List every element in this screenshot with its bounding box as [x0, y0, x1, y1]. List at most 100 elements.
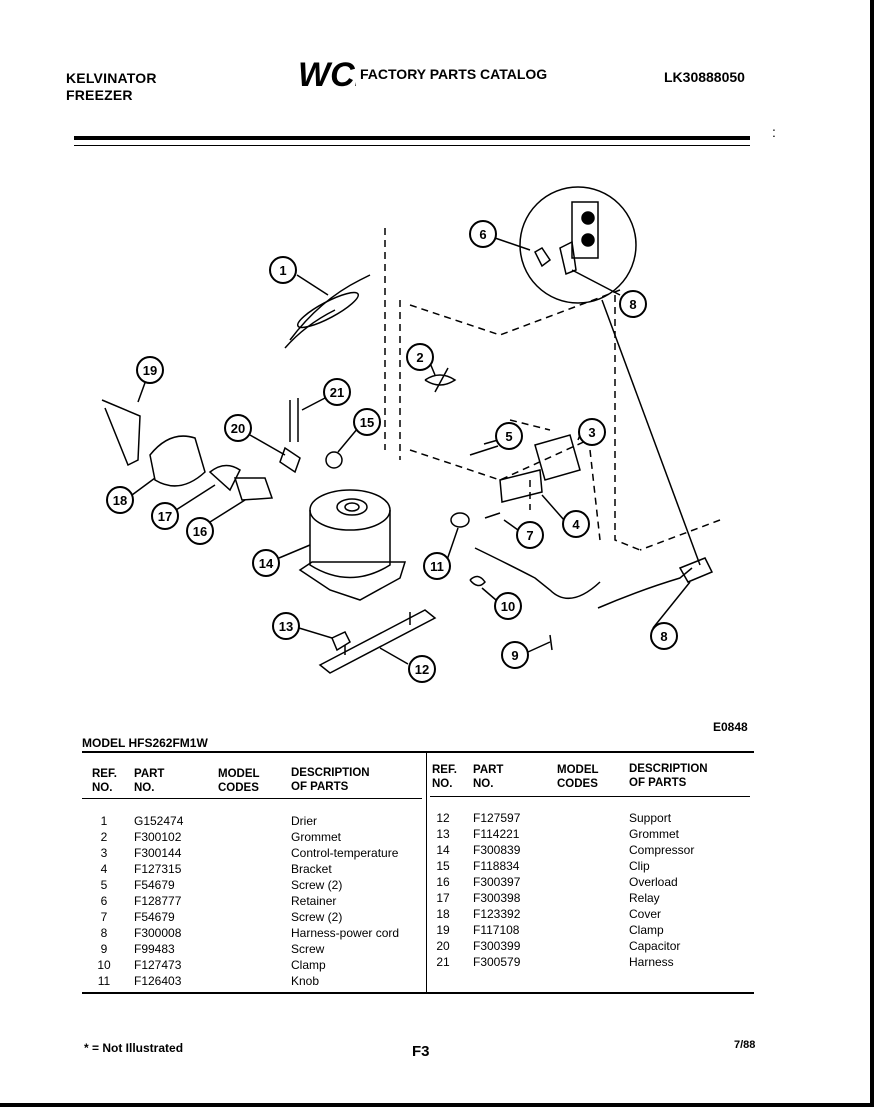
callout-6: 6 — [469, 220, 531, 251]
power-cord — [474, 547, 693, 609]
right-row-ref-cell: 15 — [436, 859, 450, 873]
left-row-part-cell: F128777 — [134, 894, 182, 908]
left-row-ref-cell: 6 — [100, 894, 108, 908]
table-column-divider — [426, 753, 427, 992]
svg-text:12: 12 — [415, 662, 429, 677]
left-row-desc-cell: Screw — [291, 942, 325, 956]
right-row-desc-cell: Clamp — [629, 923, 664, 937]
callout-16: 16 — [186, 499, 246, 545]
callout-21: 21 — [301, 378, 351, 411]
table-rule-top — [82, 751, 754, 753]
svg-text:5: 5 — [505, 429, 512, 444]
svg-text:9: 9 — [511, 648, 518, 663]
drier-part — [284, 274, 371, 349]
callout-5: 5 — [483, 422, 523, 450]
left-row-desc-cell: Harness-power cord — [291, 926, 400, 940]
left-row-ref-cell: 11 — [97, 974, 111, 988]
relay-cover-assembly — [149, 435, 274, 501]
right-row-desc-cell: Support — [629, 811, 672, 825]
grommet-base — [331, 631, 351, 652]
svg-text:8: 8 — [629, 297, 636, 312]
svg-text:2: 2 — [416, 350, 423, 365]
left-row-desc-cell: Clamp — [291, 958, 326, 972]
left-row-part-cell: F126403 — [134, 974, 182, 988]
callout-19: 19 — [136, 356, 164, 403]
right-row-desc-cell: Relay — [629, 891, 660, 905]
product-type: FREEZER — [66, 87, 133, 103]
left-row-ref-cell: 4 — [100, 862, 108, 876]
header-ref-no-left: REF.NO. — [92, 768, 117, 794]
left-row-part-cell: F99483 — [134, 942, 175, 956]
svg-text:3: 3 — [588, 425, 595, 440]
callout-4: 4 — [541, 494, 590, 538]
left-row-desc-cell: Knob — [291, 974, 320, 988]
catalog-code: LK30888050 — [664, 69, 745, 85]
footnote: * = Not Illustrated — [84, 1041, 184, 1055]
svg-text:WCI: WCI — [298, 56, 356, 92]
callout-20: 20 — [224, 414, 286, 456]
right-row-ref-cell: 17 — [436, 891, 450, 905]
svg-text:10: 10 — [501, 599, 515, 614]
left-row-part-cell: F300008 — [134, 926, 182, 940]
right-row-ref-cell: 12 — [436, 811, 450, 825]
right-row-part-cell: F300397 — [473, 875, 521, 889]
right-row-part-cell: F300399 — [473, 939, 521, 953]
svg-text:11: 11 — [430, 559, 444, 574]
callout-8a: 8 — [571, 269, 647, 318]
temperature-control — [534, 434, 581, 481]
brand-block: KELVINATOR FREEZER — [66, 70, 157, 104]
control-bracket — [499, 469, 543, 503]
header-rule-thick — [74, 136, 750, 140]
left-row-part-cell: F54679 — [134, 878, 175, 892]
header-rule-thin — [74, 145, 750, 146]
svg-text:17: 17 — [158, 509, 172, 524]
svg-text:8: 8 — [660, 629, 667, 644]
svg-text:7: 7 — [526, 528, 533, 543]
right-row-part-cell: F300579 — [473, 955, 521, 969]
figure-code: E0848 — [713, 720, 748, 734]
svg-text:20: 20 — [231, 421, 245, 436]
catalog-title: FACTORY PARTS CATALOG — [360, 66, 548, 82]
left-row-ref-cell: 10 — [97, 958, 111, 972]
left-row-desc-cell: Grommet — [291, 830, 342, 844]
left-row-desc-cell: Screw (2) — [291, 878, 343, 892]
callout-1: 1 — [269, 256, 329, 296]
callout-labels: 1 2 3 4 5 6 7 8 8 9 10 11 12 13 14 15 16… — [106, 220, 691, 683]
left-row-ref-cell: 2 — [100, 830, 108, 844]
right-row-desc-cell: Cover — [629, 907, 662, 921]
right-row-part-cell: F117108 — [473, 923, 520, 937]
right-row-part-cell: F127597 — [473, 811, 521, 825]
callout-7: 7 — [503, 519, 544, 549]
left-row-desc-cell: Control-temperature — [291, 846, 399, 860]
right-row-ref-cell: 13 — [436, 827, 450, 841]
left-row-ref-cell: 8 — [100, 926, 108, 940]
corner-mark: : — [772, 124, 776, 140]
callout-13: 13 — [272, 612, 333, 640]
detail-inset-circle — [519, 186, 637, 304]
callout-10: 10 — [481, 587, 522, 620]
model-number: MODEL HFS262FM1W — [82, 736, 208, 750]
right-row-desc-cell: Compressor — [629, 843, 695, 857]
callout-2: 2 — [406, 343, 436, 376]
right-row-ref-cell: 21 — [436, 955, 450, 969]
callout-17: 17 — [151, 484, 216, 530]
right-row-desc-cell: Clip — [629, 859, 650, 873]
callout-12: 12 — [379, 647, 436, 683]
svg-text:15: 15 — [360, 415, 374, 430]
right-row-ref-cell: 16 — [436, 875, 450, 889]
svg-text:6: 6 — [479, 227, 486, 242]
svg-text:4: 4 — [572, 517, 580, 532]
left-row-ref-cell: 5 — [100, 878, 108, 892]
right-row-part-cell: F118834 — [473, 859, 520, 873]
left-row-ref-cell: 1 — [100, 814, 108, 828]
clamp-wire — [101, 399, 141, 467]
support-bracket — [318, 609, 437, 674]
page-number: F3 — [412, 1043, 430, 1060]
svg-text:13: 13 — [279, 619, 293, 634]
